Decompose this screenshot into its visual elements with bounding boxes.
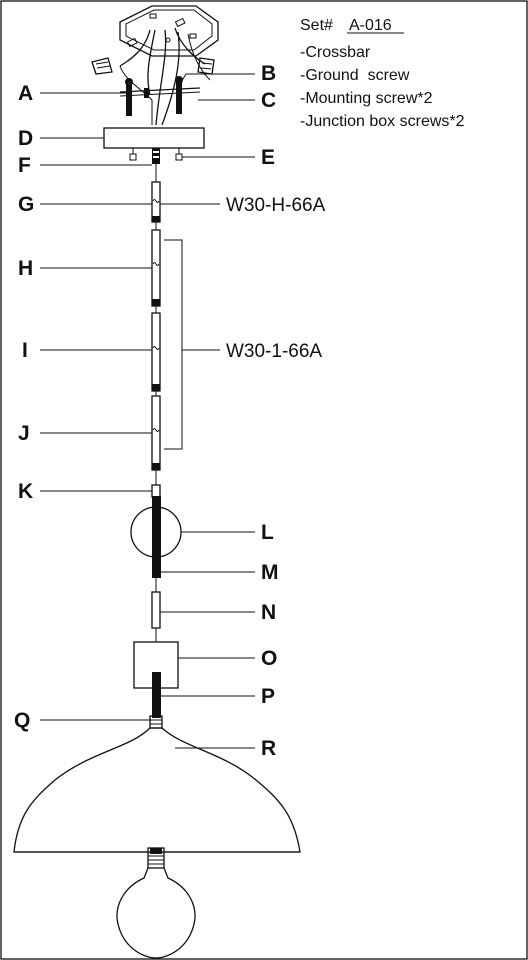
label-a: A (18, 82, 33, 105)
label-e: E (261, 146, 275, 169)
set-code: A-016 (349, 17, 392, 34)
set-item-mounting-screw: -Mounting screw*2 (300, 90, 433, 107)
label-p: P (261, 685, 275, 708)
label-b: B (261, 62, 276, 85)
label-g: G (18, 193, 34, 216)
junction-box-screw-right (175, 153, 183, 161)
sleeve-upper (152, 496, 161, 578)
label-q: Q (14, 709, 30, 732)
label-k: K (18, 480, 33, 503)
label-r: R (261, 737, 276, 760)
junction-box (119, 5, 219, 57)
junction-box-screw-left (129, 153, 137, 161)
rod-long-3 (151, 395, 161, 471)
ground-screw (144, 88, 149, 98)
bulb-icon (116, 847, 196, 959)
label-m: M (261, 561, 279, 584)
supply-wires (119, 27, 211, 126)
label-c: C (261, 89, 276, 112)
part-code-short-rod: W30-H-66A (226, 195, 326, 216)
label-j: J (18, 422, 30, 445)
label-o: O (261, 647, 277, 670)
crossbar (119, 87, 201, 97)
rod-short (151, 181, 161, 223)
label-f: F (18, 154, 31, 177)
wire-nut-left-icon (91, 57, 113, 75)
set-item-junction-screws: -Junction box screws*2 (300, 113, 465, 130)
label-d: D (18, 127, 33, 150)
label-h: H (18, 257, 33, 280)
lamp-shade (13, 727, 301, 853)
canopy (103, 127, 205, 149)
mounting-screw-right (176, 80, 182, 114)
part-code-long-rods: W30-1-66A (226, 341, 322, 362)
leader-lines (40, 73, 255, 749)
rod-lower (151, 591, 161, 629)
coupler (151, 484, 161, 498)
sleeve-lower (152, 672, 161, 718)
mounting-screw-right-head (175, 76, 183, 84)
part-labels: A B C D E F G W30-H-66A H I W30-1-66A J … (14, 62, 326, 760)
mounting-screw-left (126, 82, 132, 116)
label-n: N (261, 601, 276, 624)
rod-long-2 (151, 312, 161, 392)
label-i: I (22, 339, 28, 362)
set-item-ground-screw: -Ground screw (300, 67, 410, 84)
set-item-crossbar: -Crossbar (300, 44, 371, 61)
set-prefix: Set# (300, 17, 333, 34)
set-info: Set# A-016 -Crossbar -Ground screw -Moun… (300, 17, 465, 130)
mounting-screw-left-head (125, 78, 133, 86)
rod-long-1 (151, 229, 161, 307)
label-l: L (261, 521, 274, 544)
